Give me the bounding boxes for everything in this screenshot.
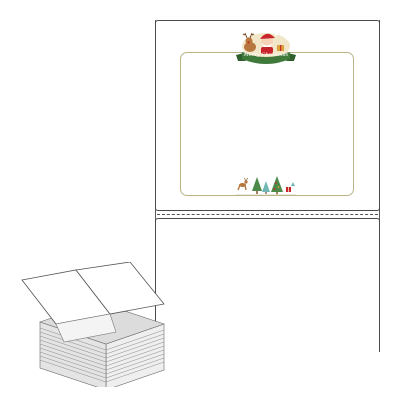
reindeer-icon: [237, 177, 248, 191]
fanfold-label-stack-icon: [21, 262, 165, 387]
tree-scene: [236, 176, 296, 195]
banner-text: Merry Christmas: [243, 52, 289, 58]
tree-icon: [262, 181, 270, 194]
santa-icon: [236, 32, 296, 64]
tree-icon: [271, 176, 283, 195]
gift-icon: [286, 182, 295, 192]
reindeer-icon: [242, 32, 256, 52]
bottom-label: [155, 218, 380, 352]
tree-icon: [252, 177, 262, 194]
perforation-line: [157, 214, 378, 215]
